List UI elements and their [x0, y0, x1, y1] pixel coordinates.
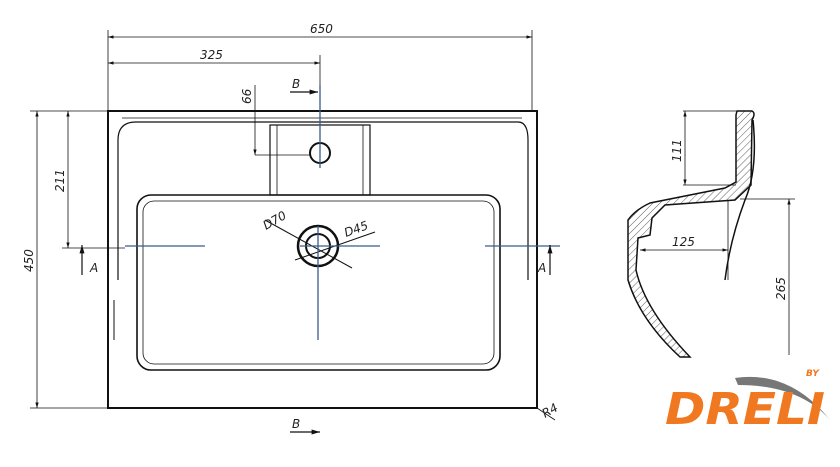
dim-325: 325	[200, 48, 223, 62]
dimension-lines	[30, 30, 556, 435]
section-profile	[627, 110, 756, 358]
sink-outline	[107, 110, 538, 409]
dim-d45: D45	[342, 218, 370, 240]
dim-450: 450	[22, 249, 36, 272]
section-a-left: A	[89, 261, 98, 275]
dim-265: 265	[774, 277, 788, 300]
centerlines	[125, 85, 560, 340]
dim-111: 111	[670, 139, 684, 162]
dim-66: 66	[240, 88, 254, 104]
basin	[136, 194, 501, 371]
logo-text: DRELI	[665, 384, 825, 435]
section-b-top: B	[292, 77, 300, 91]
dim-211: 211	[53, 169, 67, 192]
dim-650: 650	[310, 22, 333, 36]
rim-inner	[117, 121, 529, 280]
section-b-bottom: B	[292, 417, 300, 431]
dim-d70: D70	[261, 208, 290, 233]
plan-view	[107, 110, 538, 409]
dreli-logo: DRELI BY	[665, 369, 830, 435]
dim-r4: R4	[540, 400, 561, 420]
section-a-right: A	[537, 261, 546, 275]
dim-125: 125	[672, 235, 695, 249]
logo-by: BY	[806, 369, 820, 379]
